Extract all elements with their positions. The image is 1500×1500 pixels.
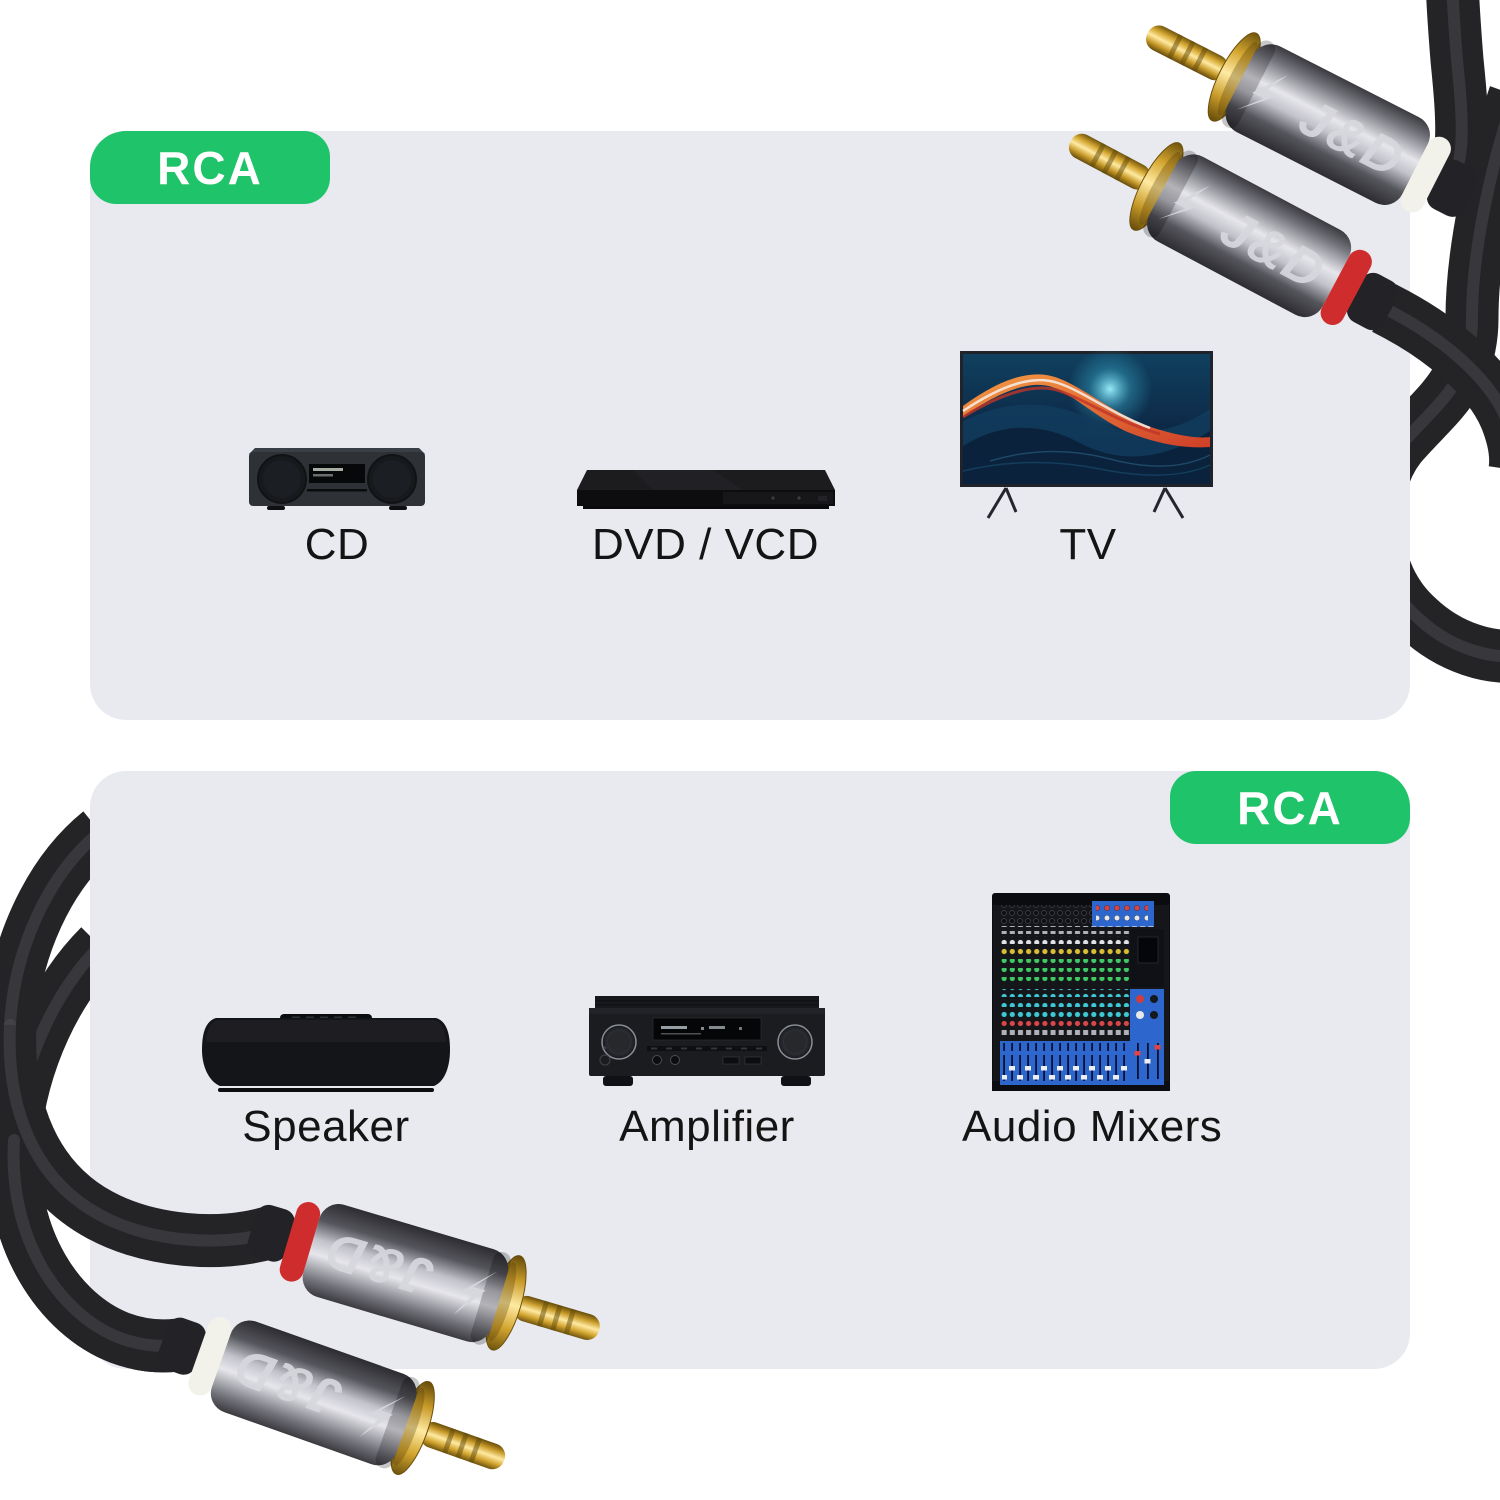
speaker-image <box>202 1014 450 1092</box>
rca-badge-top: RCA <box>90 131 330 204</box>
device-label-speaker: Speaker <box>242 1102 410 1151</box>
lightning-icon <box>1236 75 1288 110</box>
mixer-master-faders <box>1134 1043 1161 1079</box>
device-label-cd: CD <box>304 520 370 569</box>
device-label-amplifier: Amplifier <box>619 1102 795 1151</box>
amplifier-image <box>589 996 825 1086</box>
rca-badge-top-label: RCA <box>157 141 263 194</box>
device-label-tv: TV <box>1059 520 1117 569</box>
rca-badge-bottom: RCA <box>1170 771 1410 844</box>
rca-badge-bottom-label: RCA <box>1237 781 1343 834</box>
dvd-player-image <box>577 470 835 509</box>
device-label-dvd-vcd: DVD / VCD <box>592 520 819 569</box>
lightning-icon <box>359 1395 407 1437</box>
tv-image <box>960 351 1213 519</box>
device-label-audio-mixers: Audio Mixers <box>962 1102 1223 1151</box>
tv-legs <box>986 487 1185 519</box>
cd-player-image <box>249 448 425 510</box>
audio-mixer-image <box>992 893 1170 1091</box>
